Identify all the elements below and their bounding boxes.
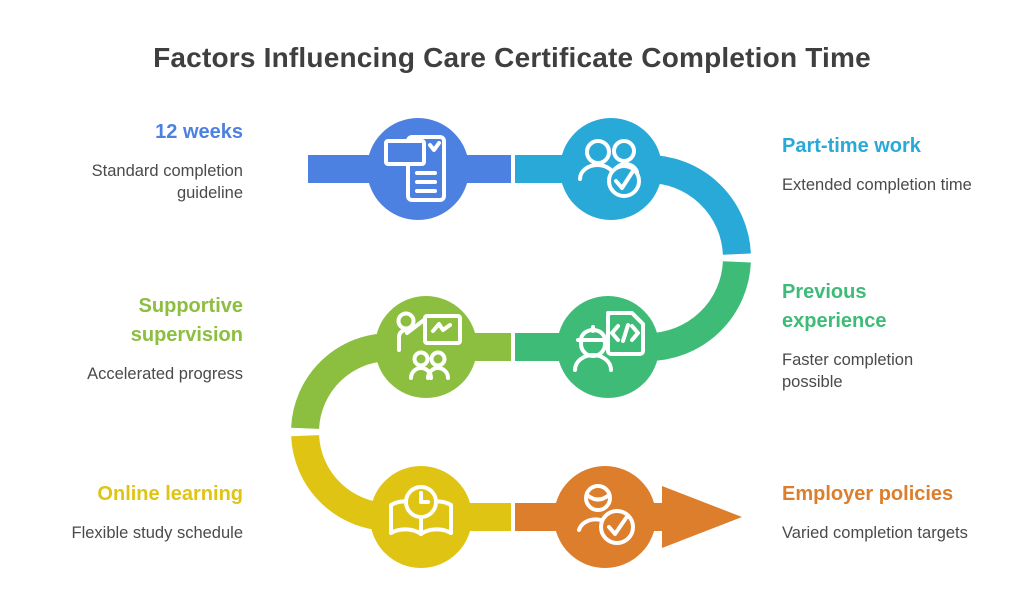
step-heading: Part-time work xyxy=(782,135,921,157)
step-heading: Employer policies xyxy=(782,483,954,505)
step-description: Faster completion possible xyxy=(782,351,914,391)
step-heading: Previous experience xyxy=(782,281,887,332)
flow-arrowhead xyxy=(662,486,742,548)
step-description: Extended completion time xyxy=(782,176,972,194)
checklist-document-icon xyxy=(384,135,446,202)
flow-segment-emerald xyxy=(515,260,751,361)
step-heading: Online learning xyxy=(97,483,243,505)
book-clock-icon xyxy=(389,485,453,536)
step-label-part-time-work: Part-time work Extended completion time xyxy=(782,132,1002,197)
step-description: Varied completion targets xyxy=(782,524,968,542)
step-circle-supportive-supervision xyxy=(375,296,477,398)
step-heading: Supportive supervision xyxy=(130,295,243,346)
step-circle-12-weeks xyxy=(367,118,469,220)
page-title: Factors Influencing Care Certificate Com… xyxy=(153,42,871,73)
step-label-previous-experience: Previous experience Faster completion po… xyxy=(782,278,957,394)
person-check-icon xyxy=(577,484,635,545)
team-check-icon xyxy=(578,139,641,198)
step-description: Accelerated progress xyxy=(87,365,243,383)
step-description: Flexible study schedule xyxy=(71,524,243,542)
step-description: Standard completion guideline xyxy=(91,162,243,202)
step-label-employer-policies: Employer policies Varied completion targ… xyxy=(782,480,1017,545)
step-label-supportive-supervision: Supportive supervision Accelerated progr… xyxy=(40,292,243,386)
worker-code-document-icon xyxy=(573,311,645,372)
trainer-presentation-icon xyxy=(396,311,462,380)
step-label-12-weeks: 12 weeks Standard completion guideline xyxy=(40,118,243,205)
step-heading: 12 weeks xyxy=(155,121,243,143)
step-label-online-learning: Online learning Flexible study schedule xyxy=(40,480,243,545)
